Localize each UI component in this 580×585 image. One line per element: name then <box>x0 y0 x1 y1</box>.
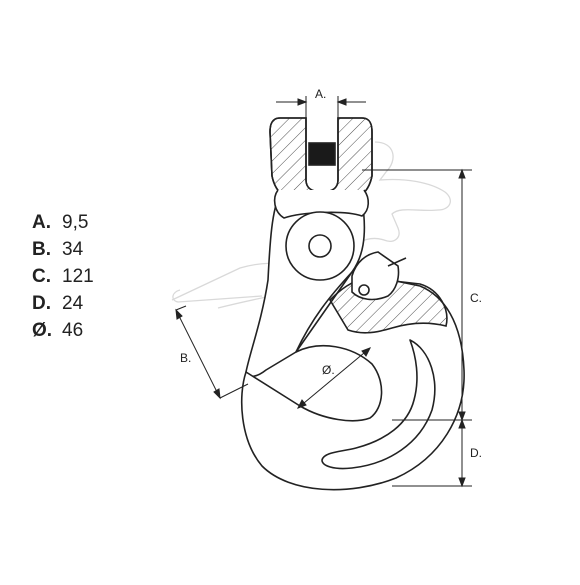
dimension-c-label: C. <box>470 291 482 305</box>
spec-row-a: A. 9,5 <box>32 212 94 239</box>
dimension-diameter-label: Ø. <box>322 363 335 377</box>
clevis-head <box>269 117 373 219</box>
spec-key-d: D <box>32 293 46 314</box>
clevis-pin <box>308 142 336 166</box>
spec-row-b: B. 34 <box>32 239 94 266</box>
dimension-a-label: A. <box>315 87 326 101</box>
safety-latch <box>328 251 448 334</box>
dimension-c <box>362 168 472 422</box>
spec-sep-b: . <box>45 239 52 260</box>
spec-row-c: C. 121 <box>32 266 94 293</box>
spec-key-a: A <box>32 212 46 233</box>
spec-value-a: 9,5 <box>62 212 89 233</box>
spec-value-b: 34 <box>62 239 84 260</box>
latch-pin <box>358 284 370 296</box>
pivot-bolt <box>285 211 355 281</box>
spec-key-diameter: Ø <box>32 320 47 341</box>
spec-row-d: D. 24 <box>32 293 94 320</box>
spec-value-diameter: 46 <box>62 320 84 341</box>
spec-sep-diameter: . <box>46 320 53 341</box>
specification-list: A. 9,5 B. 34 C. 121 D. 24 Ø. 46 <box>32 212 94 347</box>
spec-sep-d: . <box>45 293 52 314</box>
dimension-b-label: B. <box>180 351 191 365</box>
spec-value-c: 121 <box>62 266 94 287</box>
spec-sep-c: . <box>45 266 52 287</box>
spec-key-c: C <box>32 266 46 287</box>
hook-inner-recess <box>321 339 436 470</box>
spec-sep-a: . <box>45 212 52 233</box>
dimension-d-label: D. <box>470 446 482 460</box>
spec-value-d: 24 <box>62 293 84 314</box>
dimension-b <box>175 305 249 400</box>
spec-row-diameter: Ø. 46 <box>32 320 94 347</box>
dimension-diameter <box>296 347 372 409</box>
spec-key-b: B <box>32 239 46 260</box>
dimension-d <box>392 418 472 488</box>
dimension-a <box>276 96 366 124</box>
